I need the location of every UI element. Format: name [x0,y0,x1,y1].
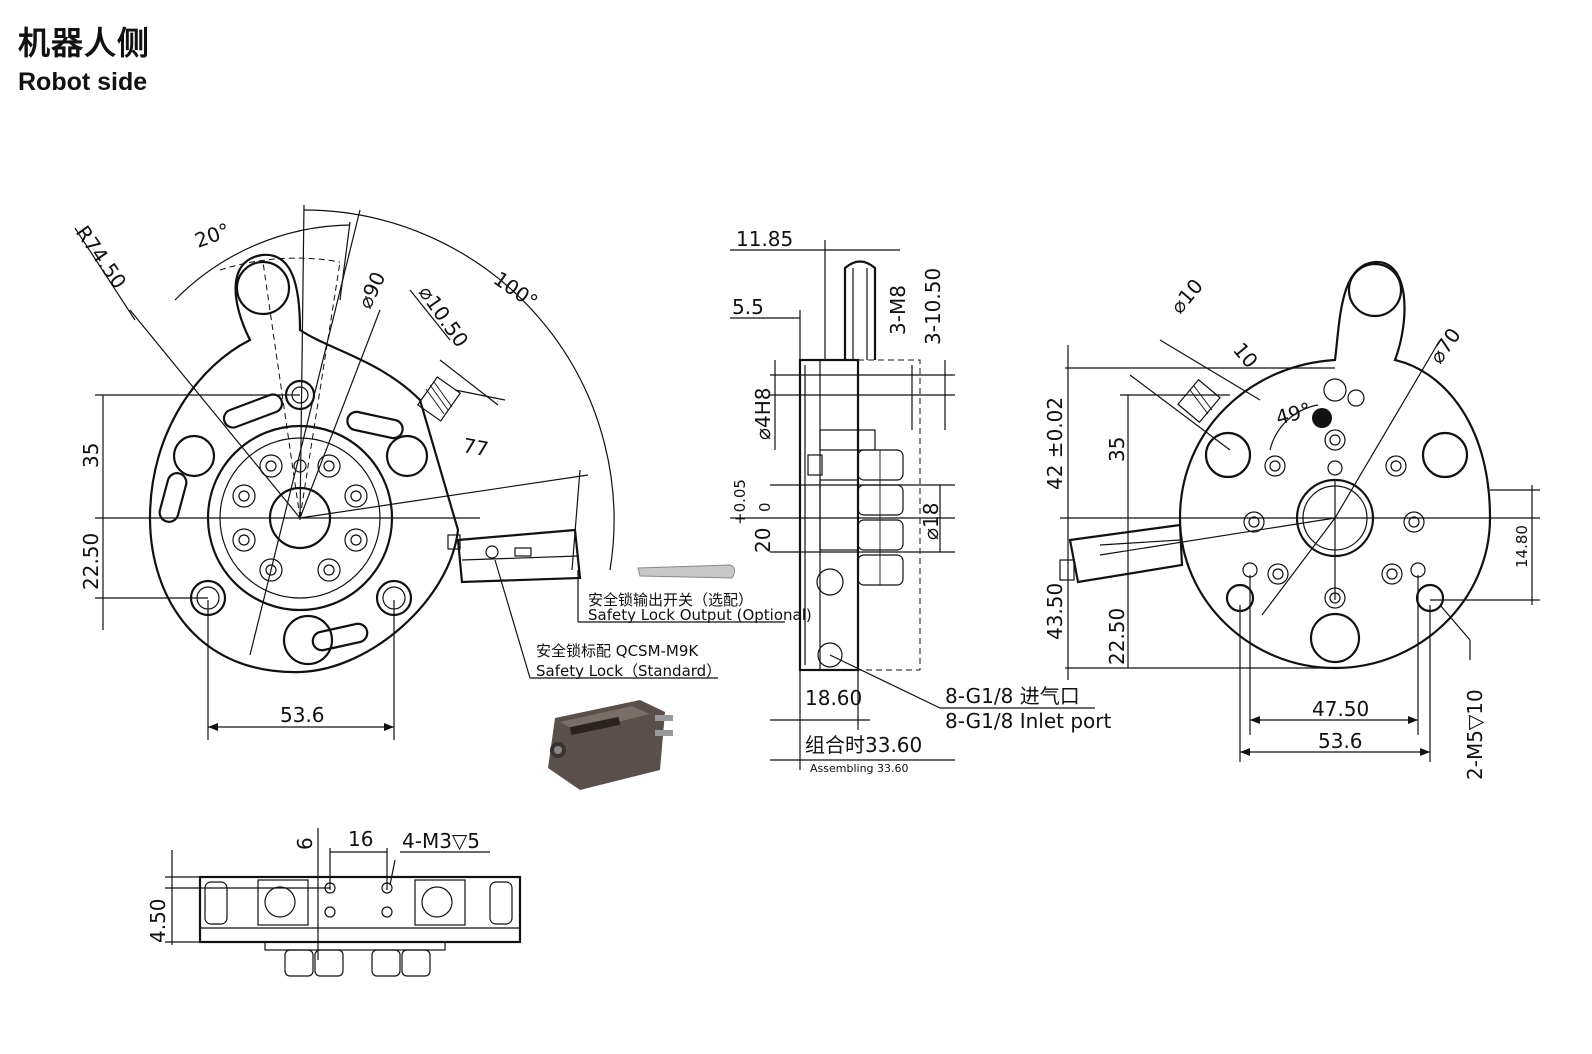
dim-35: 35 [79,443,103,468]
front-slot-4 [311,622,369,652]
dim-1480: 14.80 [1513,525,1531,568]
dim-a20: 20° [192,218,234,253]
side-stem [843,260,877,360]
sensor-cable-image [637,564,736,579]
dim-tol0: 0 [756,502,774,512]
dim-1050b: 3-10.50 [921,268,945,345]
front-arc-20 [174,224,351,301]
back-safety-lock [1059,523,1184,584]
dim-tol: +0.05 [731,479,749,525]
dim-d70: ⌀70 [1424,323,1465,367]
dim-4350: 43.50 [1043,583,1067,640]
dim-h8: ⌀4H8 [751,387,775,440]
back-small-holes [1242,378,1426,609]
callout-inlet-zh: 8-G1/8 进气口 [945,684,1080,708]
back-hole-bottom [1309,612,1361,664]
dim-536: 53.6 [280,703,325,727]
front-slot-1 [222,393,284,429]
front-hole-left [172,434,216,478]
callout-lock-std-en: Safety Lock（Standard） [536,662,721,680]
front-body-outline [148,253,460,674]
callout-inlet-en: 8-G1/8 Inlet port [945,709,1112,733]
dim-assemble-en: Assembling 33.60 [810,762,909,775]
callout-lock-output-en: Safety Lock Output (Optional) [588,606,812,624]
dim-r7450: R74.50 [71,221,131,293]
front-slot-3 [158,472,188,523]
back-view: ⌀10 10 49° ⌀70 42 ±0.02 35 43.50 22.50 1… [1043,260,1540,780]
dim-55: 5.5 [732,295,764,319]
back-hole-left [1204,431,1252,479]
front-centerline-v [299,204,305,521]
dim-d18: ⌀18 [919,503,943,541]
back-lobe-hole [1347,262,1403,318]
dim-d10: ⌀10 [1165,274,1207,318]
dim-35b: 35 [1105,437,1129,462]
back-body-outline [1178,260,1492,670]
callout-lock-output-zh: 安全锁输出开关（选配） [588,591,753,609]
dim-450: 4.50 [146,898,170,943]
side-port [816,568,844,596]
bottom-body [198,875,522,944]
dim-a49: 49° [1273,397,1313,429]
front-air-fitting [416,376,462,422]
front-hole-right [385,434,429,478]
dim-assemble-zh: 组合时33.60 [805,733,922,757]
front-view: R74.50 20° ⌀90 ⌀10.50 100° 77 35 22.50 5… [71,204,615,740]
front-77-line [299,474,589,519]
front-lobe-hole [235,260,291,316]
dim-77: 77 [461,433,490,461]
page-title-zh: 机器人侧 [18,24,151,62]
safety-lock-callouts: 安全锁输出开关（选配） Safety Lock Output (Optional… [494,559,812,680]
front-bolt-holes [232,454,368,582]
dim-4750: 47.50 [1312,697,1369,721]
dim-a100: 100° [489,266,542,313]
front-hole-bottom [282,614,334,666]
side-view: 11.85 5.5 3-M8 3-10.50 ⌀4H8 +0.05 0 20 ⌀… [730,227,1112,775]
front-arc-100 [303,209,615,571]
bottom-view: 6 16 4-M3▽5 4.50 [146,827,522,977]
dim-16: 16 [348,827,373,851]
front-d90-line [299,309,381,519]
dim-536b: 53.6 [1318,729,1363,753]
dim-d1050: ⌀10.50 [414,281,473,352]
dim-m5: 2-M5▽10 [1463,689,1487,780]
dim-42: 42 ±0.02 [1043,397,1067,490]
dim-2250b: 22.50 [1105,608,1129,665]
page-title-en: Robot side [18,68,148,96]
front-radius-line [129,309,301,519]
front-slot-2 [346,410,404,440]
dim-1185: 11.85 [736,227,793,251]
dim-6: 6 [293,837,317,850]
back-hole-right [1421,431,1469,479]
front-dash-2 [299,261,341,519]
bottom-fittings [284,949,431,977]
back-air-fitting [1177,378,1221,424]
dim-20: 20 [751,528,775,553]
dim-2250: 22.50 [79,533,103,590]
callout-lock-std-zh: 安全锁标配 QCSM-M9K [536,642,699,660]
dim-d90: ⌀90 [353,268,391,312]
safety-lock-image [548,700,673,790]
dim-m8: 3-M8 [886,285,910,335]
dim-m3: 4-M3▽5 [402,829,480,853]
dim-1860: 18.60 [805,686,862,710]
front-safety-lock [447,528,582,584]
